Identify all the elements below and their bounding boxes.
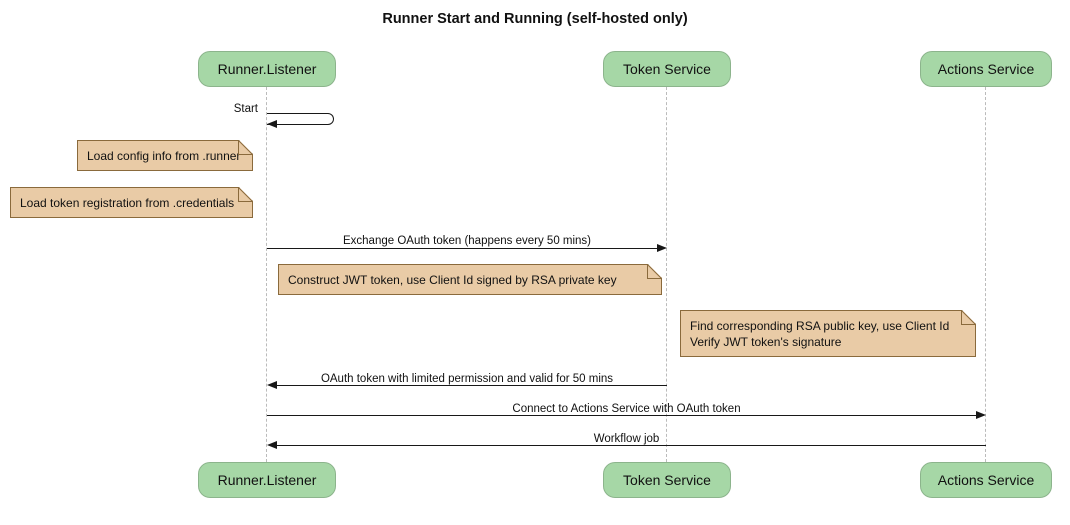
arrowhead-left-icon (267, 381, 277, 389)
note-text-line1: Find corresponding RSA public key, use C… (690, 318, 950, 333)
participant-actions-service-bottom: Actions Service (920, 462, 1052, 498)
self-message-loop (267, 113, 334, 125)
diagram-title: Runner Start and Running (self-hosted on… (382, 11, 688, 27)
participant-label: Token Service (623, 472, 711, 488)
message-exchange-oauth-label: Exchange OAuth token (happens every 50 m… (342, 235, 592, 247)
message-connect-label: Connect to Actions Service with OAuth to… (512, 403, 741, 415)
participant-runner-listener-bottom: Runner.Listener (198, 462, 336, 498)
lifeline-actions-service (985, 87, 986, 462)
note-fold-icon (238, 140, 253, 155)
note-text: Load token registration from .credential… (20, 195, 235, 210)
message-start-label: Start (233, 103, 258, 115)
note-text: Construct JWT token, use Client Id signe… (288, 272, 617, 287)
note-text-line2: Verify JWT token's signature (690, 334, 842, 349)
lifeline-runner-listener (266, 87, 267, 462)
message-oauth-return-label: OAuth token with limited permission and … (320, 373, 614, 385)
note-fold-icon (647, 264, 662, 279)
participant-label: Token Service (623, 61, 711, 77)
lifeline-token-service (666, 87, 667, 462)
participant-label: Runner.Listener (217, 472, 317, 488)
arrowhead-left-icon (267, 120, 277, 128)
arrowhead-right-icon (976, 411, 986, 419)
message-workflow-job-line (277, 445, 986, 446)
message-oauth-return-line (277, 385, 667, 386)
note-verify-jwt: Find corresponding RSA public key, use C… (680, 310, 976, 357)
note-fold-icon (238, 187, 253, 202)
participant-token-service-bottom: Token Service (603, 462, 731, 498)
note-text: Load config info from .runner (87, 148, 241, 163)
note-fold-icon (961, 310, 976, 325)
note-construct-jwt: Construct JWT token, use Client Id signe… (278, 264, 662, 295)
participant-token-service-top: Token Service (603, 51, 731, 87)
participant-label: Actions Service (937, 61, 1035, 77)
participant-label: Actions Service (937, 472, 1035, 488)
message-workflow-job-label: Workflow job (593, 433, 660, 445)
message-connect-line (267, 415, 976, 416)
participant-label: Runner.Listener (217, 61, 317, 77)
participant-runner-listener-top: Runner.Listener (198, 51, 336, 87)
note-load-token-registration: Load token registration from .credential… (10, 187, 253, 218)
arrowhead-right-icon (657, 244, 667, 252)
note-load-config: Load config info from .runner (77, 140, 253, 171)
arrowhead-left-icon (267, 441, 277, 449)
message-exchange-oauth-line (267, 248, 657, 249)
participant-actions-service-top: Actions Service (920, 51, 1052, 87)
